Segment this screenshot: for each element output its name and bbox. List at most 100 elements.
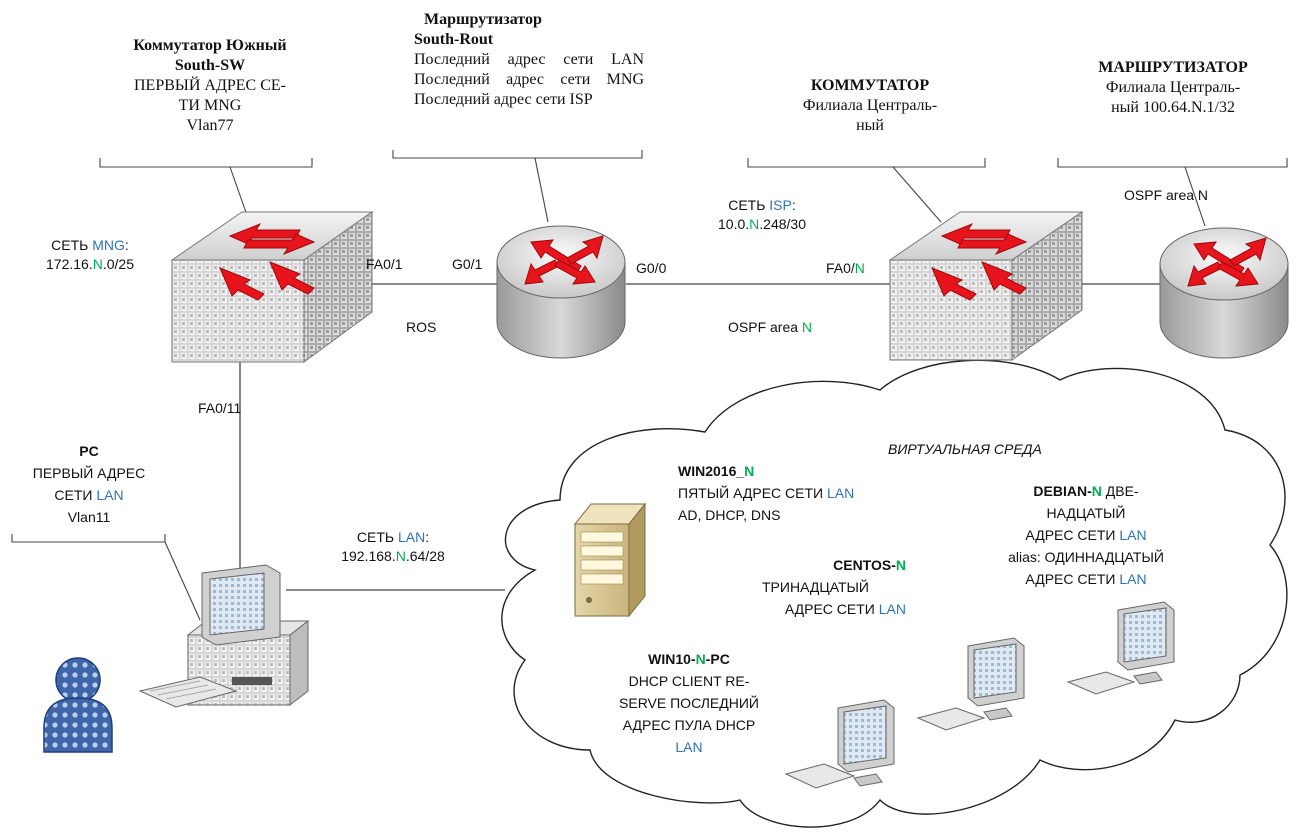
ospf-area-label: OSPF area N (728, 318, 812, 337)
callout-branchrouter (1057, 158, 1288, 168)
win2016-label: WIN2016_N ПЯТЫЙ АДРЕС СЕТИ LAN AD, DHCP,… (678, 460, 854, 526)
callout-branchrouter-pointer (1184, 166, 1206, 227)
win2016-line1b: LAN (826, 485, 855, 501)
port-g01: G0/1 (452, 256, 483, 272)
isp-prefix: СЕТЬ (728, 197, 770, 213)
callout-southsw (99, 158, 313, 168)
centos-line2b: LAN (878, 601, 906, 617)
win2016-name-a: WIN2016_ (678, 463, 745, 479)
isp-addr-b: .248/30 (759, 216, 806, 232)
branch-sw-line1: Филиала Централь- (802, 97, 938, 114)
south-sw-hostname: South-SW (174, 57, 246, 74)
branch-sw-line2: ный (856, 117, 884, 134)
debian-line4b: LAN (1119, 571, 1147, 587)
win10-line2: SERVE ПОСЛЕДНИЙ (619, 695, 759, 711)
lan-network-label: СЕТЬ LAN: 192.168.N.64/28 (318, 528, 468, 566)
win10-line4: LAN (675, 739, 703, 755)
branch-sw-label: КОММУТАТОР Филиала Централь- ный (760, 76, 980, 136)
server-icon (573, 502, 647, 618)
branch-router-line2: ный 100.64.N.1/32 (1111, 99, 1235, 116)
centos-name-a: CENTOS- (833, 557, 896, 573)
debian-name-a: DEBIAN- (1033, 483, 1092, 499)
isp-addr-a: 10.0. (718, 216, 750, 232)
workstation-icon (916, 637, 1025, 731)
isp-name: ISP (769, 197, 792, 213)
south-rout-desc: Последний адрес сети LAN Последний адрес… (414, 51, 644, 108)
centos-name-n: N (895, 557, 906, 573)
mng-addr-a: 172.16. (46, 256, 93, 272)
cloud-icon (501, 359, 1288, 828)
pc-label: PC ПЕРВЫЙ АДРЕС СЕТИ LAN Vlan11 (16, 440, 162, 528)
mng-addr-n: N (92, 256, 103, 272)
lan-prefix: СЕТЬ (356, 529, 398, 545)
south-rout-title: Маршрутизатор (424, 11, 542, 28)
callout-southrout (392, 150, 643, 159)
win10-line1: DHCP CLIENT RE- (628, 673, 750, 689)
pc-line2b: LAN (96, 487, 124, 503)
debian-line1: НАДЦАТЫЙ (1046, 505, 1126, 521)
mng-network-label: СЕТЬ MNG: 172.16.N.0/25 (22, 236, 158, 274)
cloud-title: ВИРТУАЛЬНАЯ СРЕДА (888, 441, 1042, 457)
callout-southsw-pointer (229, 166, 249, 219)
debian-line2b: LAN (1119, 527, 1147, 543)
callout-pc (11, 534, 166, 543)
centos-line1: ТРИНАДЦАТЫЙ (762, 579, 869, 595)
ros-label: ROS (406, 319, 437, 335)
mng-name: MNG (92, 237, 125, 253)
callout-branchsw (747, 158, 986, 168)
port-fa0n-a: FA0/ (826, 260, 855, 276)
debian-line3: alias: ОДИННАДЦАТЫЙ (1008, 549, 1164, 565)
port-g00: G0/0 (636, 260, 667, 276)
pc-line1: ПЕРВЫЙ АДРЕС (32, 465, 146, 481)
branch-router-title: МАРШРУТИЗАТОР (1098, 59, 1248, 76)
branch-router-label: МАРШРУТИЗАТОР Филиала Централь- ный 100.… (1062, 58, 1284, 118)
callout-pc-pointer (164, 541, 201, 621)
south-sw-vlan: Vlan77 (186, 117, 234, 134)
mng-suffix: : (124, 237, 129, 253)
lan-addr-n: N (395, 548, 406, 564)
router-icon (496, 225, 626, 359)
callout-southrout-pointer (534, 157, 549, 223)
pc-line2a: СЕТИ (54, 487, 97, 503)
user-icon (43, 657, 113, 753)
win10-name-b: -PC (705, 651, 730, 667)
debian-name-rest: ДВЕ- (1101, 483, 1139, 499)
branch-router-ospf: OSPF area N (1124, 187, 1209, 203)
isp-suffix: : (791, 197, 796, 213)
isp-network-label: СЕТЬ ISP: 10.0.N.248/30 (694, 196, 830, 234)
ospf-area-a: OSPF area (728, 319, 802, 335)
port-fa0n-n: N (854, 260, 865, 276)
win2016-line1a: ПЯТЫЙ АДРЕС СЕТИ (678, 485, 827, 501)
win10-name-a: WIN10- (648, 651, 696, 667)
debian-label: DEBIAN-N ДВЕ- НАДЦАТЫЙ АДРЕС СЕТИ LAN al… (966, 480, 1206, 590)
workstation-icon (138, 564, 310, 708)
workstation-icon (1066, 601, 1175, 695)
mng-prefix: СЕТЬ (51, 237, 93, 253)
win10-line3: АДРЕС ПУЛА DHCP (622, 717, 756, 733)
debian-line2a: АДРЕС СЕТИ (1025, 527, 1120, 543)
south-sw-line1: ПЕРВЫЙ АДРЕС СЕ- (134, 77, 286, 94)
lan-addr-a: 192.168. (341, 548, 396, 564)
isp-addr-n: N (749, 216, 760, 232)
lan-addr-b: .64/28 (405, 548, 445, 564)
port-fa0n: FA0/N (826, 259, 865, 278)
switch-icon (888, 211, 1084, 361)
pc-vlan: Vlan11 (67, 509, 111, 525)
workstation-icon (784, 699, 895, 789)
centos-label: CENTOS-N ТРИНАДЦАТЫЙ АДРЕС СЕТИ LAN (744, 554, 906, 620)
ospf-area-n: N (801, 319, 813, 335)
centos-line2a: АДРЕС СЕТИ (784, 601, 879, 617)
south-rout-label: Маршрутизатор South-Rout Последний адрес… (414, 10, 644, 110)
win10-label: WIN10-N-PC DHCP CLIENT RE- SERVE ПОСЛЕДН… (576, 648, 802, 758)
debian-line4a: АДРЕС СЕТИ (1025, 571, 1120, 587)
south-sw-label: Коммутатор Южный South-SW ПЕРВЫЙ АДРЕС С… (120, 36, 300, 136)
south-sw-line2: ТИ MNG (178, 97, 242, 114)
win10-name-n: N (695, 651, 706, 667)
router-icon (1159, 227, 1289, 359)
win2016-line2: AD, DHCP, DNS (678, 507, 781, 523)
callout-branchsw-pointer (892, 166, 942, 223)
links (239, 283, 1160, 591)
lan-suffix: : (425, 529, 430, 545)
